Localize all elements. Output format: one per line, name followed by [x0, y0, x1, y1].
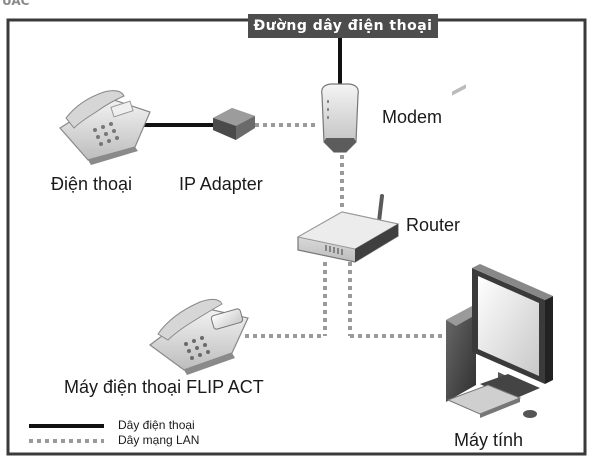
router-label: Router [406, 215, 461, 235]
phone-line-badge: Đường dây điện thoại [248, 14, 438, 38]
computer-icon [446, 84, 553, 418]
modem-icon [321, 83, 359, 153]
legend-lan-line-label: Dây mạng LAN [118, 433, 200, 447]
legend-phone-line-label: Dây điện thoại [118, 418, 195, 432]
phone-label: Điện thoại [51, 174, 133, 194]
desk-phone-icon [59, 90, 151, 165]
computer-label: Máy tính [454, 430, 524, 450]
flip-phone-icon [148, 298, 249, 375]
router-icon [296, 194, 400, 263]
header-code: UAC [2, 0, 30, 8]
modem-label: Modem [382, 107, 443, 127]
ip-adapter-label: IP Adapter [179, 174, 263, 194]
flip-phone-label: Máy điện thoại FLIP ACT [64, 377, 264, 397]
ip-adapter-icon [213, 108, 255, 140]
